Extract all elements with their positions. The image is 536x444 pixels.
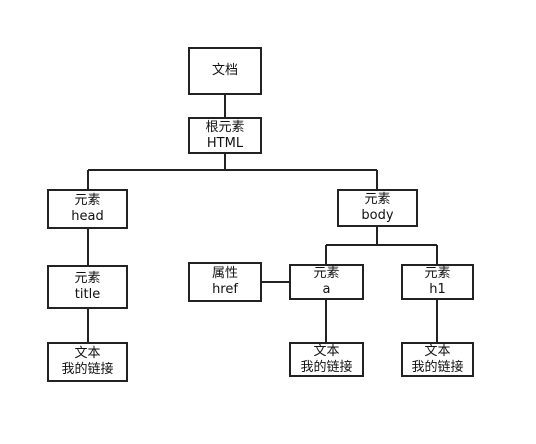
node-a-text: 文本 我的链接 — [289, 342, 364, 377]
node-a-text-type: 文本 — [313, 343, 340, 359]
node-h1: 元素 h1 — [401, 264, 474, 300]
node-title-name: title — [74, 287, 101, 302]
node-title-text-value: 我的链接 — [61, 362, 114, 377]
node-root-html: 根元素 HTML — [188, 117, 262, 154]
node-a-name: a — [322, 282, 331, 297]
node-h1-text-type: 文本 — [424, 343, 451, 359]
node-h1-text-value: 我的链接 — [411, 359, 464, 375]
node-title-type: 元素 — [74, 271, 101, 286]
node-head: 元素 head — [47, 189, 128, 229]
node-body-name: body — [361, 208, 394, 223]
node-title-text-type: 文本 — [74, 346, 101, 361]
node-attr-href: 属性 href — [188, 262, 262, 302]
node-document: 文档 — [188, 47, 262, 95]
node-head-name: head — [71, 209, 104, 224]
node-body: 元素 body — [337, 189, 418, 227]
node-a-text-value: 我的链接 — [300, 359, 353, 375]
node-h1-text: 文本 我的链接 — [401, 342, 474, 377]
node-a-type: 元素 — [313, 266, 340, 281]
node-title-text: 文本 我的链接 — [47, 342, 128, 382]
node-root-type: 根元素 — [205, 119, 245, 135]
node-h1-name: h1 — [429, 282, 446, 297]
node-root-name: HTML — [206, 135, 244, 151]
node-title: 元素 title — [47, 265, 128, 309]
node-h1-type: 元素 — [424, 266, 451, 281]
node-head-type: 元素 — [74, 193, 101, 208]
node-attr-type: 属性 — [211, 266, 238, 281]
node-a: 元素 a — [289, 264, 364, 300]
node-body-type: 元素 — [364, 192, 391, 207]
node-document-label: 文档 — [211, 63, 238, 78]
node-attr-name: href — [212, 282, 238, 297]
